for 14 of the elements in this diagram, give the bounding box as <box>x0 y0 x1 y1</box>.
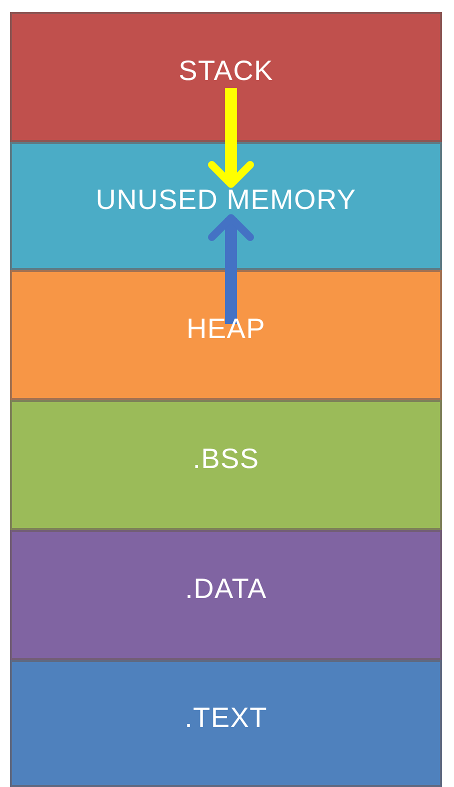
memory-segment <box>10 270 442 400</box>
memory-segment <box>10 400 442 530</box>
arrow <box>208 214 254 324</box>
segment-label: .TEXT <box>184 704 268 732</box>
segment-label: STACK <box>178 57 274 85</box>
segment-label: .DATA <box>185 575 267 603</box>
arrow <box>208 88 254 188</box>
memory-segment <box>10 12 442 142</box>
segment-label: HEAP <box>186 315 266 343</box>
memory-segment <box>10 530 442 660</box>
memory-segment <box>10 142 442 270</box>
segment-label: UNUSED MEMORY <box>96 186 356 214</box>
memory-segment <box>10 660 442 787</box>
segment-label: .BSS <box>192 445 260 473</box>
